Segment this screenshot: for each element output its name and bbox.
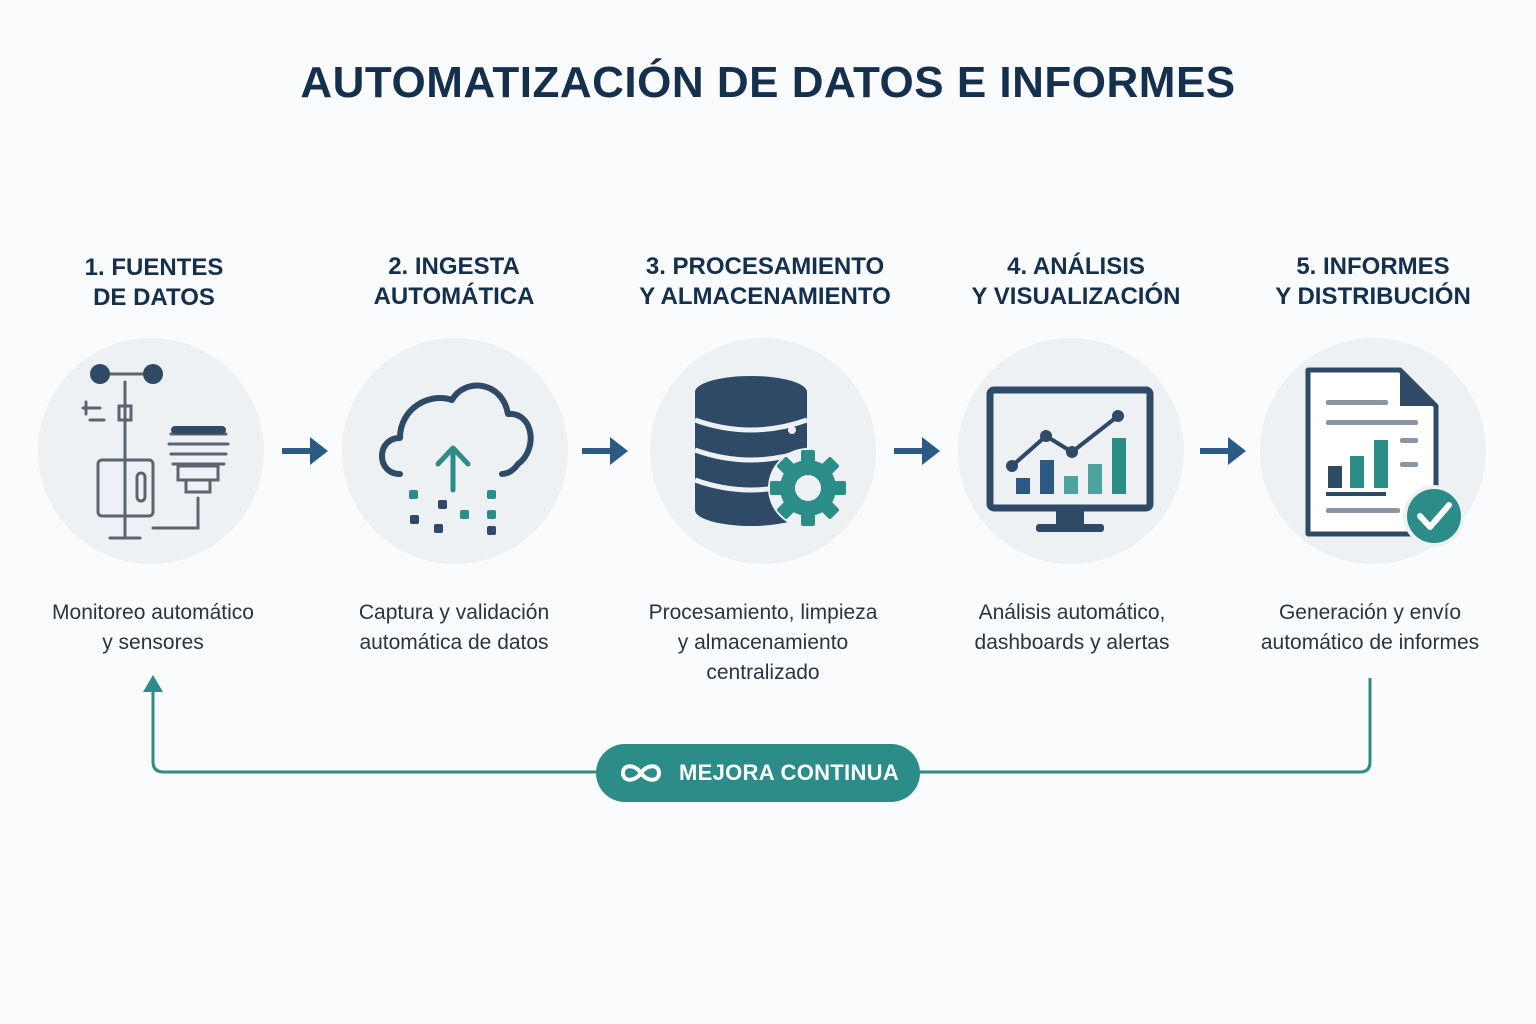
step-4-icon-circle <box>958 338 1184 564</box>
step-4-desc-line-1: Análisis automático, <box>978 601 1166 624</box>
step-3-desc-line-2: y almacenamiento <box>677 631 849 654</box>
step-2-icon-circle <box>342 338 568 564</box>
arrow-right-icon <box>282 437 328 465</box>
step-5-desc-line-1: Generación y envío <box>1278 601 1462 624</box>
report-check-icon <box>1305 367 1465 547</box>
step-1-title-line-1: 1. FUENTES <box>84 254 224 281</box>
step-4-description: Análisis automático, dashboards y alerta… <box>922 598 1222 658</box>
step-3-description: Procesamiento, limpieza y almacenamiento… <box>613 598 913 688</box>
step-4-desc-line-2: dashboards y alertas <box>974 631 1170 654</box>
step-5-icon-circle <box>1260 338 1486 564</box>
step-1-desc-line-1: Monitoreo automático <box>52 601 254 624</box>
step-5-desc-line-2: automático de informes <box>1260 631 1480 654</box>
arrow-right-icon <box>1200 437 1246 465</box>
cloud-upload-icon <box>379 382 534 535</box>
step-2-title-line-2: AUTOMÁTICA <box>373 283 535 310</box>
step-3-desc-line-1: Procesamiento, limpieza <box>648 601 878 624</box>
step-5-title-line-1: 5. INFORMES <box>1296 253 1450 280</box>
monitor-chart-icon <box>986 386 1154 532</box>
continuous-improvement-badge: MEJORA CONTINUA <box>596 744 920 802</box>
step-5-description: Generación y envío automático de informe… <box>1220 598 1520 658</box>
arrow-right-icon <box>894 437 940 465</box>
step-1-title: 1. FUENTES DE DATOS <box>4 253 304 313</box>
step-2-title: 2. INGESTA AUTOMÁTICA <box>304 252 604 312</box>
continuous-improvement-label: MEJORA CONTINUA <box>678 760 900 785</box>
step-1-desc-line-2: y sensores <box>102 631 204 654</box>
step-2-description: Captura y validación automática de datos <box>304 598 604 658</box>
arrow-right-icon <box>582 437 628 465</box>
step-2-desc-line-2: automática de datos <box>359 631 549 654</box>
step-3-title: 3. PROCESAMIENTO Y ALMACENAMIENTO <box>615 252 915 312</box>
step-3-title-line-1: 3. PROCESAMIENTO <box>645 253 885 280</box>
step-4-title-line-1: 4. ANÁLISIS <box>1007 253 1145 280</box>
step-4-title: 4. ANÁLISIS Y VISUALIZACIÓN <box>926 252 1226 312</box>
step-1-icon-circle <box>38 338 264 564</box>
step-5-title-line-2: Y DISTRIBUCIÓN <box>1275 283 1471 310</box>
weather-station-icon <box>81 364 230 540</box>
step-3-title-line-2: Y ALMACENAMIENTO <box>639 283 891 310</box>
step-3-desc-line-3: centralizado <box>706 661 820 684</box>
step-2-desc-line-1: Captura y validación <box>358 601 550 624</box>
step-4-title-line-2: Y VISUALIZACIÓN <box>971 283 1181 310</box>
database-gear-icon <box>694 376 848 528</box>
infinity-icon <box>620 764 661 782</box>
page-title: AUTOMATIZACIÓN DE DATOS E INFORMES <box>300 58 1236 107</box>
step-2-title-line-1: 2. INGESTA <box>388 253 520 280</box>
step-1-description: Monitoreo automático y sensores <box>3 598 303 658</box>
step-1-title-line-2: DE DATOS <box>93 284 215 311</box>
step-3-icon-circle <box>650 338 876 564</box>
step-5-title: 5. INFORMES Y DISTRIBUCIÓN <box>1223 252 1523 312</box>
